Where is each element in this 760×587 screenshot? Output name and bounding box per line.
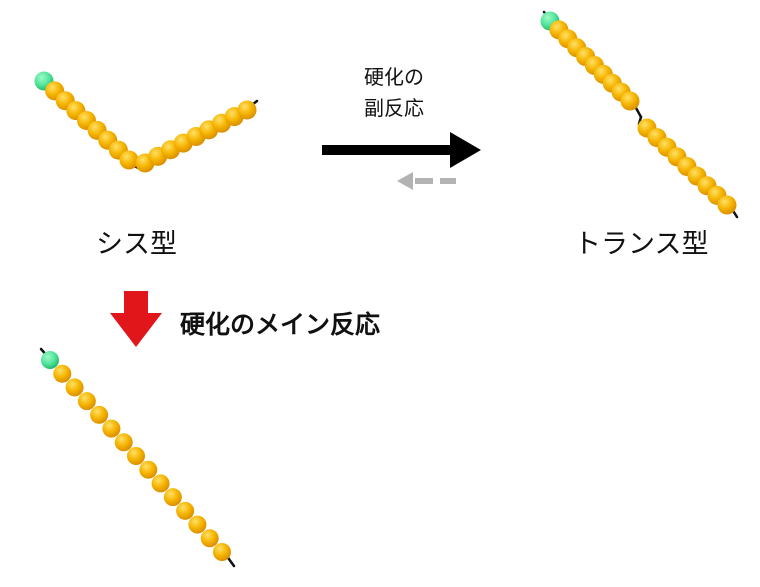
- monomer-bead: [65, 378, 84, 397]
- side-reaction-label: 硬化の 副反応: [344, 62, 444, 124]
- monomer-bead: [237, 100, 257, 120]
- trans-molecule: [540, 10, 739, 219]
- monomer-bead: [77, 392, 96, 411]
- reverse-reaction-arrow: [397, 172, 456, 190]
- monomer-bead: [119, 150, 139, 170]
- monomer-bead: [200, 529, 219, 548]
- cis-molecule: [34, 71, 259, 173]
- monomer-bead: [213, 543, 231, 561]
- monomer-bead: [188, 515, 207, 534]
- side-reaction-label-line1: 硬化の: [364, 65, 424, 89]
- monomer-bead: [717, 195, 737, 215]
- monomer-bead: [139, 460, 158, 479]
- monomer-bead: [176, 501, 195, 520]
- monomer-bead: [151, 474, 170, 493]
- monomer-bead: [114, 433, 133, 452]
- monomer-bead: [90, 405, 109, 424]
- side-reaction-label-line2: 副反応: [364, 96, 424, 120]
- monomer-bead: [102, 419, 121, 438]
- bond: [634, 106, 643, 119]
- monomer-bead: [127, 447, 145, 465]
- forward-reaction-arrow: [322, 132, 481, 168]
- main-reaction-arrow: [110, 291, 162, 347]
- trans-label: トランス型: [574, 229, 709, 260]
- end-group-bead: [41, 351, 59, 369]
- main-product-molecule: [39, 347, 236, 568]
- main-reaction-label: 硬化のメイン反応: [180, 310, 381, 339]
- monomer-bead: [53, 364, 72, 383]
- cis-label: シス型: [96, 229, 177, 260]
- monomer-bead: [163, 488, 182, 507]
- monomer-bead: [620, 91, 640, 111]
